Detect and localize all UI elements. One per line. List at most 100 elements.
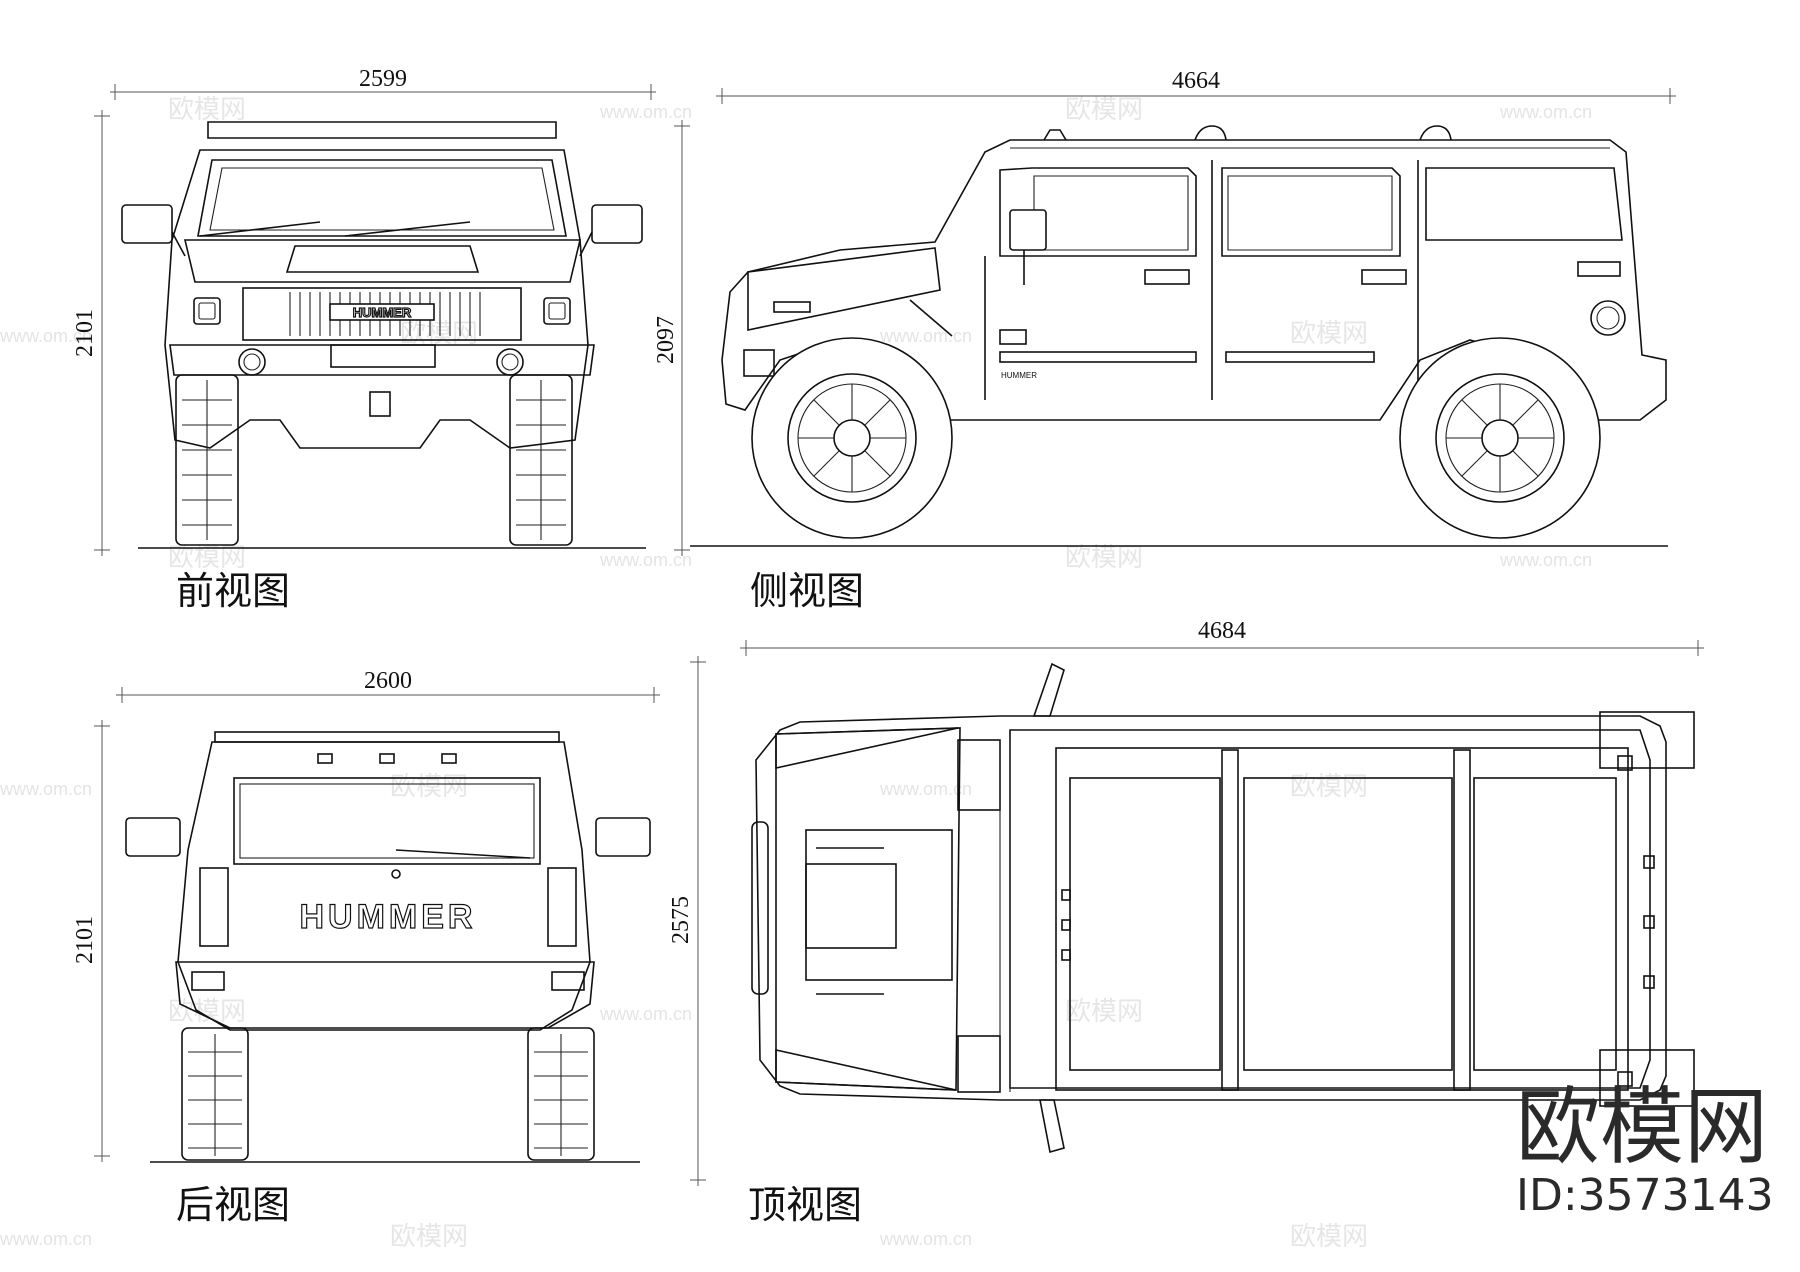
roof-corner xyxy=(1617,755,1633,771)
roof-light xyxy=(1643,975,1655,989)
left-headlight xyxy=(193,297,221,325)
watermark-url: www.om.cn xyxy=(0,1229,92,1249)
front-body xyxy=(164,149,589,449)
left-tail-light xyxy=(199,867,229,947)
rear-view-caption: 后视图 xyxy=(176,1183,290,1227)
watermark-url: www.om.cn xyxy=(0,326,92,346)
roof-light xyxy=(1061,919,1071,931)
watermark-url: www.om.cn xyxy=(599,102,692,122)
spare-mount xyxy=(1599,711,1695,769)
front-width-label: 2599 xyxy=(359,66,407,92)
left-mirror xyxy=(121,204,173,244)
roof-light xyxy=(1643,855,1655,869)
front-height-label: 2101 xyxy=(72,309,98,357)
rear-width-label: 2600 xyxy=(364,668,412,694)
watermark-logo: 欧模网 xyxy=(1065,996,1143,1026)
reflector-left xyxy=(191,971,225,991)
tire-tread xyxy=(182,380,566,540)
headlight-side xyxy=(743,349,775,377)
fog-light-right xyxy=(496,348,524,376)
side-length-label: 4664 xyxy=(1172,68,1220,94)
front-view: 2599 2101 xyxy=(72,66,656,613)
license-plate xyxy=(330,344,436,368)
cowl-left xyxy=(957,739,1001,811)
side-mirror xyxy=(1009,209,1047,251)
hood-scoop xyxy=(285,245,480,273)
roof-section xyxy=(1473,777,1617,1071)
watermark-url: www.om.cn xyxy=(0,779,92,799)
watermark-logo: 欧模网 xyxy=(390,771,468,801)
side-view: 4664 2097 HUMMER xyxy=(653,68,1676,613)
rear-badge: HUMMER xyxy=(300,898,477,936)
rear-left-mirror xyxy=(125,817,181,857)
rear-door-handle xyxy=(1361,269,1407,285)
rear-roof-rack xyxy=(214,731,560,743)
watermark-url: www.om.cn xyxy=(879,1229,972,1249)
watermark-url: www.om.cn xyxy=(1499,550,1592,570)
top-grille xyxy=(751,821,769,995)
rear-width-dimension: 2600 xyxy=(116,668,660,703)
watermark-url: www.om.cn xyxy=(879,326,972,346)
brake-light xyxy=(441,753,457,764)
rear-height-dimension: 2101 xyxy=(72,720,110,1162)
fuel-cap xyxy=(1590,300,1626,336)
tire-tread xyxy=(188,1034,588,1156)
watermark-logo: 欧模网 xyxy=(168,542,246,572)
h2-emblem xyxy=(999,329,1027,345)
wiper xyxy=(199,221,321,237)
roof-light xyxy=(1643,915,1655,929)
top-mirror-right xyxy=(1039,1099,1065,1154)
rear-right-tire xyxy=(527,1027,595,1161)
rear-body xyxy=(177,741,591,1031)
wiper xyxy=(344,221,471,237)
hood xyxy=(183,239,582,283)
right-tail-light xyxy=(547,867,577,947)
roof-rail xyxy=(1221,749,1239,1091)
brake-light xyxy=(379,753,395,764)
side-length-dimension: 4664 xyxy=(716,68,1676,104)
side-height-dimension: 2097 xyxy=(653,120,690,556)
front-height-dimension: 2101 xyxy=(72,110,110,556)
watermark-layer: 欧模网 www.om.cn 欧模网 www.om.cn 欧模网 www.om.c… xyxy=(0,94,1592,1251)
hood-side xyxy=(747,247,941,331)
reflector-right xyxy=(551,971,585,991)
front-door-handle xyxy=(1144,269,1190,285)
roof-marker xyxy=(1043,129,1067,141)
watermark-logo: 欧模网 xyxy=(168,996,246,1026)
roof-section xyxy=(1069,777,1221,1071)
roof-section xyxy=(1243,777,1453,1071)
rear-right-mirror xyxy=(595,817,651,857)
watermark-logo: 欧模网 xyxy=(1290,318,1368,348)
tow-hook xyxy=(369,391,391,417)
brake-light xyxy=(317,753,333,764)
spare-mount xyxy=(1599,1049,1695,1107)
roof-corner xyxy=(1617,1071,1633,1087)
rear-left-tire xyxy=(181,1027,249,1161)
front-badge: HUMMER xyxy=(353,305,412,320)
tail-light-side xyxy=(1577,261,1621,277)
roof-rack xyxy=(207,121,557,139)
roof-light xyxy=(1061,889,1071,901)
top-mirror-left xyxy=(1032,662,1065,717)
side-badge: HUMMER xyxy=(1001,371,1037,380)
front-left-tire xyxy=(175,374,239,546)
front-grille xyxy=(242,287,522,341)
right-mirror xyxy=(591,204,643,244)
top-view-caption: 顶视图 xyxy=(748,1183,862,1227)
top-view: 4684 2575 xyxy=(668,618,1704,1227)
watermark-logo: 欧模网 xyxy=(390,1221,468,1251)
front-right-tire xyxy=(509,374,573,546)
rear-view: 2600 2101 HUMMER xyxy=(72,668,660,1227)
windshield xyxy=(197,159,567,237)
watermark-url: www.om.cn xyxy=(599,550,692,570)
fog-light-left xyxy=(238,348,266,376)
rear-window xyxy=(233,777,541,865)
watermark-logo: 欧模网 xyxy=(168,94,246,124)
watermark-logo: 欧模网 xyxy=(1065,94,1143,124)
rear-height-label: 2101 xyxy=(72,916,98,964)
cowl-right xyxy=(957,1035,1001,1093)
front-door-window xyxy=(999,167,1197,257)
watermark-logo: 欧模网 xyxy=(400,318,478,348)
hood-scoop-top xyxy=(805,829,953,981)
